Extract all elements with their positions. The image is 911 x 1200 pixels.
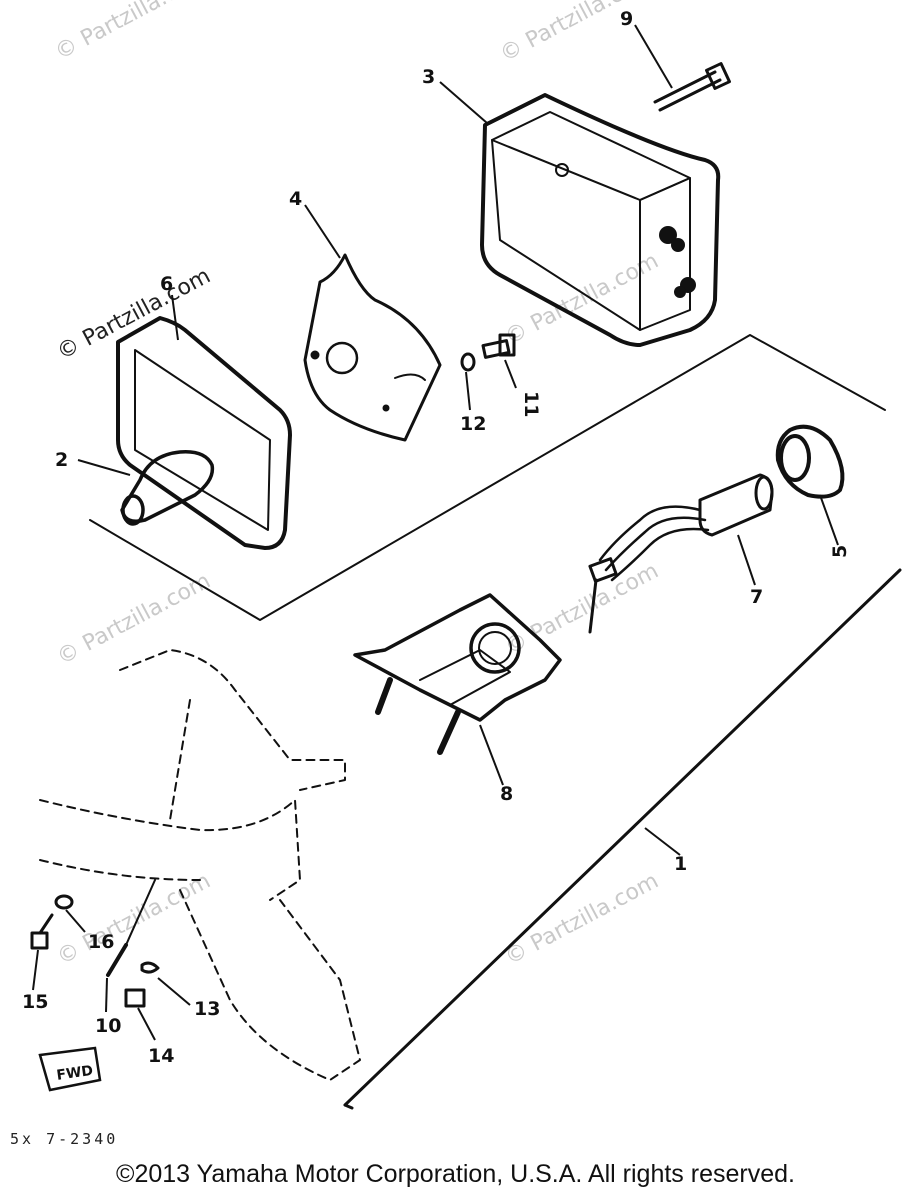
leader-lines (32, 24, 839, 1041)
watermark: © Partzilla.com (53, 869, 215, 971)
callout-2: 2 (55, 449, 68, 471)
assembly-outline (89, 334, 902, 1110)
part-3-housing (480, 93, 721, 347)
part-2-bulb (120, 450, 215, 526)
part-15-screw (30, 913, 54, 950)
fwd-badge: FWD (38, 1046, 102, 1092)
callout-12: 12 (460, 413, 486, 435)
callout-13: 13 (194, 998, 220, 1020)
callout-1: 1 (674, 853, 687, 875)
vehicle-fender (39, 649, 361, 1081)
part-12-washer (460, 352, 476, 372)
callout-4: 4 (289, 188, 302, 210)
watermark: © Partzilla.com (501, 869, 663, 971)
callout-14: 14 (148, 1045, 174, 1067)
drawing-code: 5x 7-2340 (10, 1130, 119, 1148)
callout-10: 10 (95, 1015, 121, 1037)
copyright-notice: ©2013 Yamaha Motor Corporation, U.S.A. A… (116, 1160, 795, 1188)
callout-15: 15 (22, 991, 48, 1013)
part-16-nut (54, 894, 74, 910)
callout-9: 9 (620, 8, 633, 30)
part-10-bolt (106, 879, 156, 977)
callout-8: 8 (500, 783, 513, 805)
callout-16: 16 (88, 931, 114, 953)
watermark: © Partzilla.com (501, 249, 663, 351)
part-9-bolt (653, 62, 731, 112)
part-14-nut (124, 988, 146, 1008)
part-5-grommet (775, 424, 845, 499)
watermark: © Partzilla.com (51, 0, 213, 65)
part-8-bracket (353, 593, 562, 755)
watermarks: © Partzilla.com © Partzilla.com © Partzi… (51, 0, 663, 970)
watermark: © Partzilla.com (496, 0, 658, 67)
callouts: 1 2 3 4 5 6 7 8 9 10 11 12 13 14 15 16 (22, 8, 851, 1067)
callout-7: 7 (750, 586, 763, 608)
callout-6: 6 (160, 273, 173, 295)
watermark: © Partzilla.com (501, 559, 663, 661)
part-4-plate (303, 253, 442, 442)
part-11-screw (481, 333, 516, 359)
part-6-lens (116, 316, 292, 550)
callout-11: 11 (520, 391, 542, 417)
fwd-badge-text: FWD (56, 1063, 95, 1084)
part-7-socket (588, 473, 774, 634)
watermark: © Partzilla.com (53, 264, 215, 366)
callout-5: 5 (829, 545, 851, 558)
part-13-clip (140, 961, 160, 974)
callout-3: 3 (422, 66, 435, 88)
